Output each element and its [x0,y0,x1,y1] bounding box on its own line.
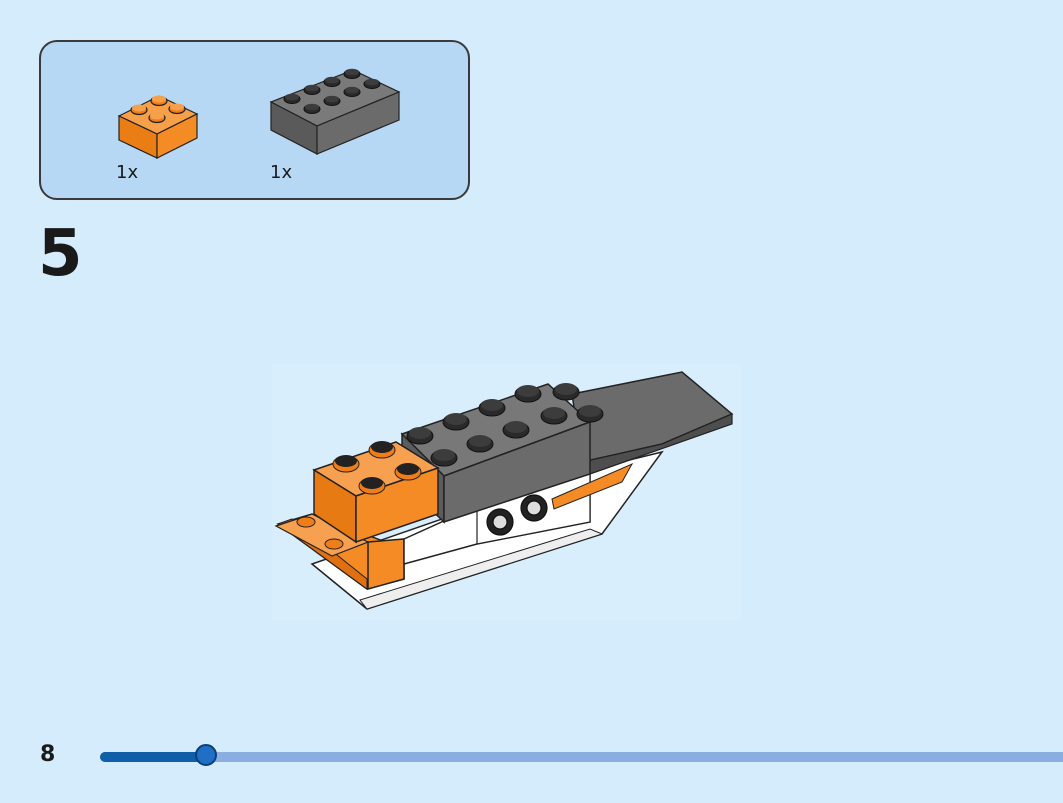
dark-grey-brick-2x4-icon [267,62,403,158]
step-number: 5 [38,217,83,291]
progress-bar-fill [100,752,206,762]
orange-brick-quantity: 1x [116,162,139,183]
page-number: 8 [40,742,56,767]
progress-bar [100,744,1063,766]
parts-list-panel: 1x [39,40,470,200]
dark-grey-brick-quantity: 1x [270,162,293,183]
orange-brick-2x2-icon [115,82,201,162]
assembled-boat-model-illustration [272,364,742,624]
progress-indicator-knob [195,744,217,766]
